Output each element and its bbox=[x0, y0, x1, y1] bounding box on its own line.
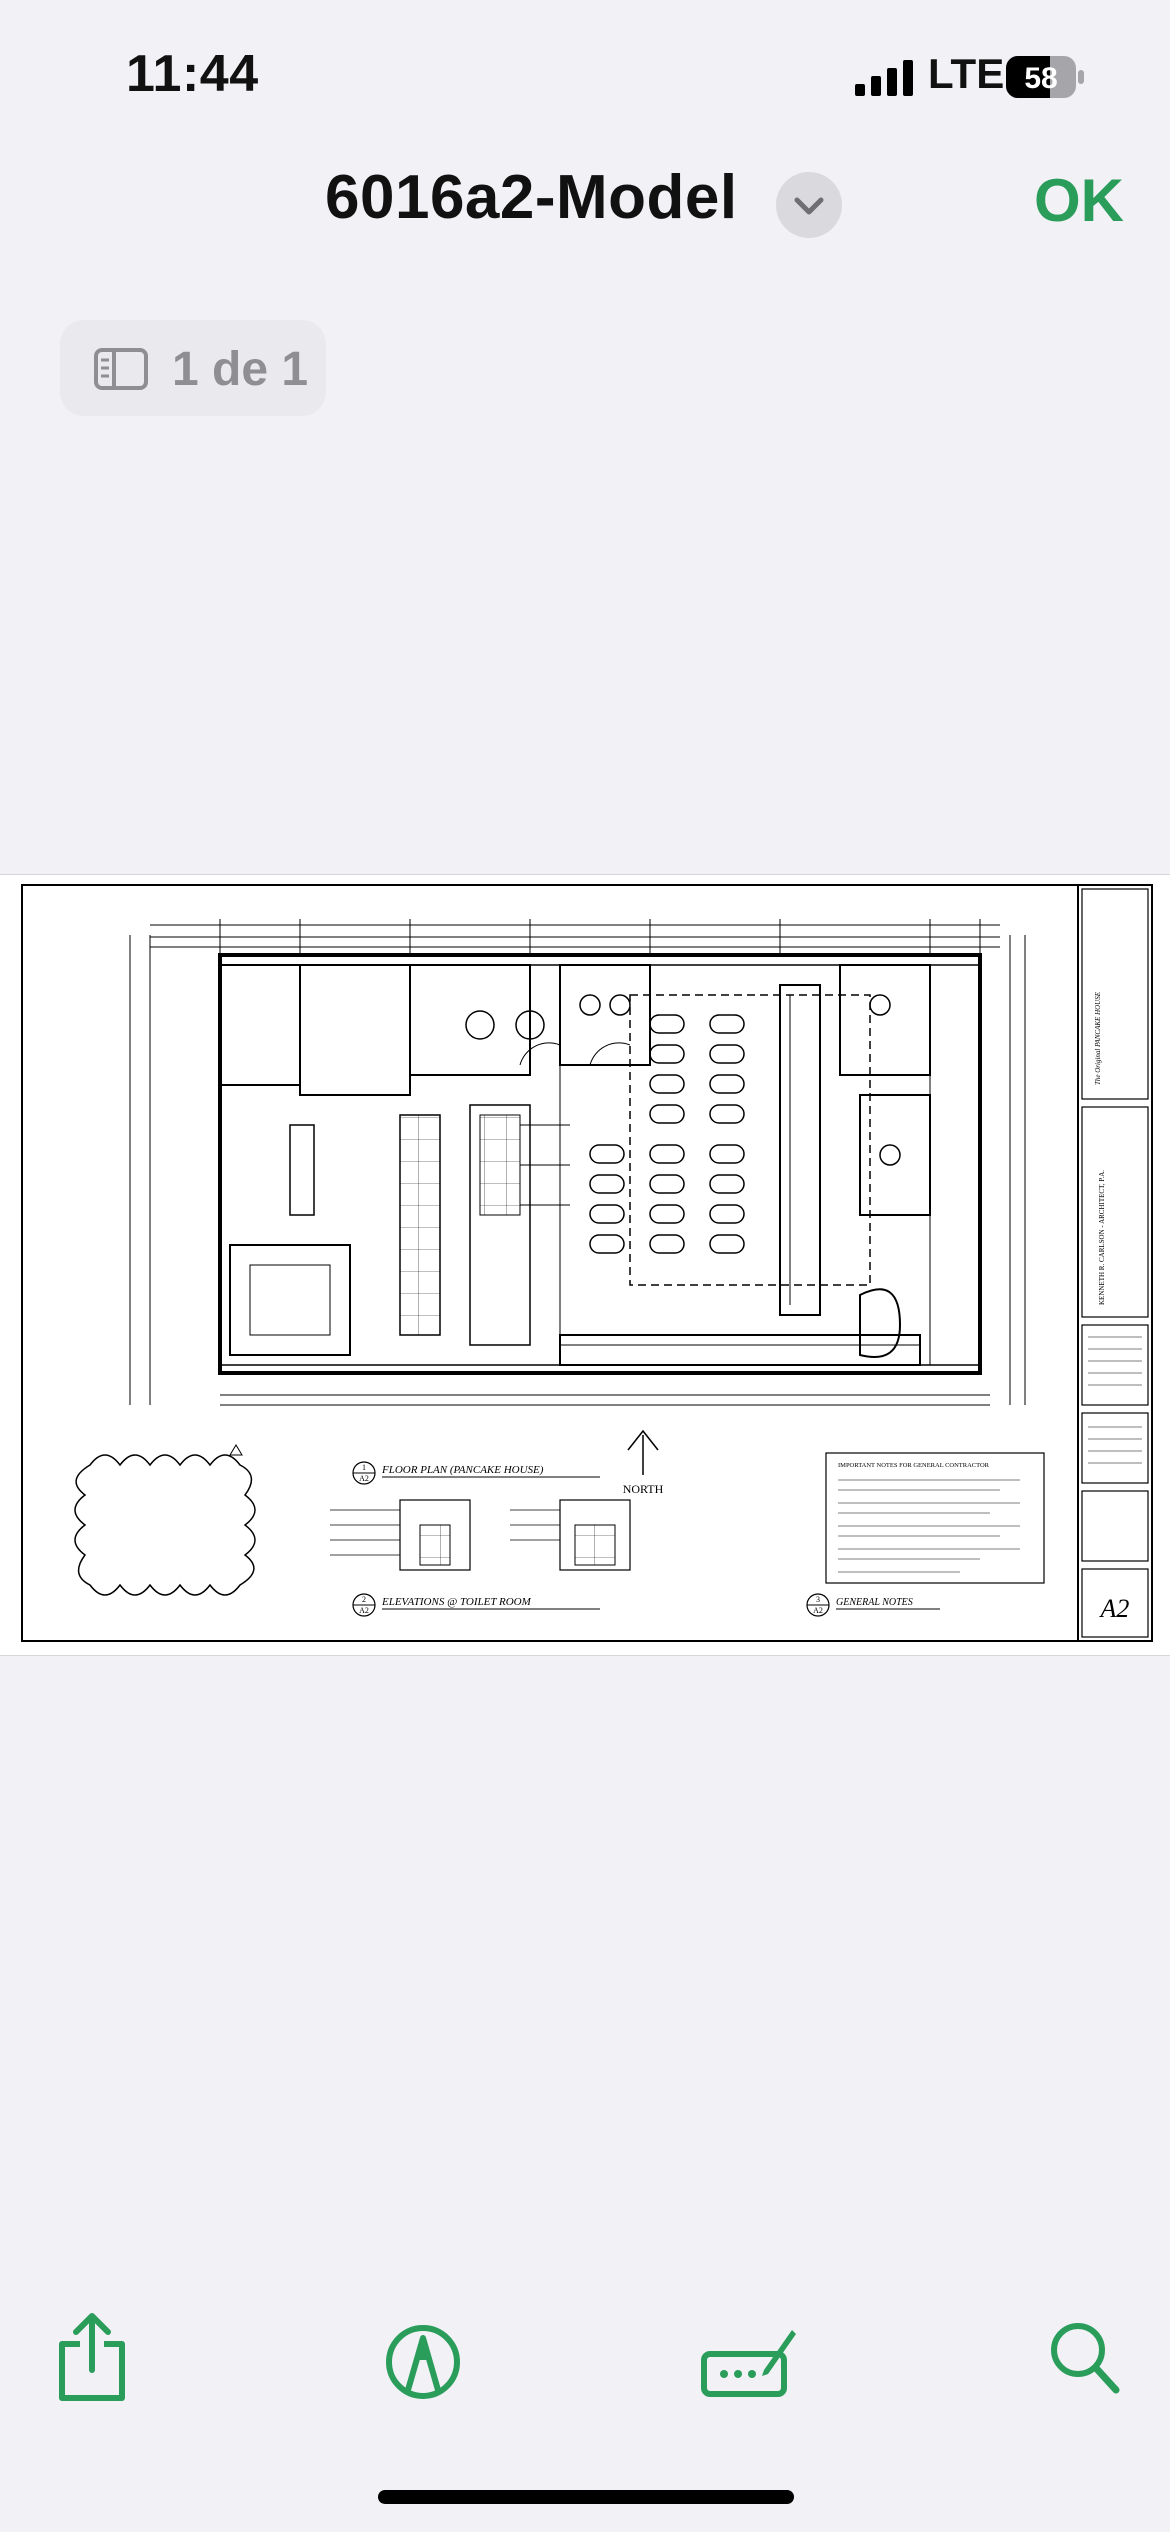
battery-icon: 58 bbox=[1006, 56, 1084, 98]
detail-1-number: 1 bbox=[362, 1463, 366, 1472]
sheet-number: A2 bbox=[1099, 1594, 1130, 1623]
share-icon bbox=[59, 2313, 125, 2401]
cellular-signal-icon bbox=[855, 60, 913, 96]
floor-plan-drawing: NORTH 1 A2 FLOOR PLAN (PANCAKE HOUSE) 2 … bbox=[21, 884, 1153, 1642]
sidebar-icon bbox=[94, 348, 148, 390]
share-button[interactable] bbox=[52, 2310, 132, 2404]
detail-2-sheet: A2 bbox=[359, 1606, 369, 1615]
floor-plan-title: FLOOR PLAN (PANCAKE HOUSE) bbox=[381, 1464, 544, 1476]
battery-level: 58 bbox=[1024, 62, 1057, 95]
document-title[interactable]: 6016a2-Model bbox=[325, 163, 738, 232]
page-indicator[interactable]: 1 de 1 bbox=[60, 320, 326, 416]
detail-3-number: 3 bbox=[816, 1595, 820, 1604]
detail-2-number: 2 bbox=[362, 1595, 366, 1604]
chevron-down-icon bbox=[794, 197, 824, 215]
title-menu-button[interactable] bbox=[776, 172, 842, 238]
detail-3-sheet: A2 bbox=[813, 1606, 823, 1615]
home-indicator[interactable] bbox=[378, 2490, 794, 2504]
markup-button[interactable] bbox=[378, 2310, 468, 2404]
status-time: 11:44 bbox=[126, 45, 259, 103]
north-label: NORTH bbox=[623, 1482, 664, 1496]
important-notes-title: IMPORTANT NOTES FOR GENERAL CONTRACTOR bbox=[838, 1462, 990, 1469]
document-page[interactable]: NORTH 1 A2 FLOOR PLAN (PANCAKE HOUSE) 2 … bbox=[0, 874, 1170, 1656]
architect-name: KENNETH R. CARLSON - ARCHITECT, P.A. bbox=[1098, 1170, 1106, 1305]
done-button[interactable]: OK bbox=[1034, 167, 1124, 234]
network-type: LTE bbox=[928, 50, 1005, 97]
general-notes-title: GENERAL NOTES bbox=[836, 1597, 913, 1608]
signature-button[interactable] bbox=[698, 2310, 798, 2404]
status-bar: 11:44 LTE 58 bbox=[0, 0, 1170, 150]
signature-icon bbox=[701, 2330, 796, 2397]
page-count-label: 1 de 1 bbox=[172, 343, 309, 396]
detail-1-sheet: A2 bbox=[359, 1474, 369, 1483]
markup-pen-icon bbox=[386, 2325, 460, 2399]
elevations-title: ELEVATIONS @ TOILET ROOM bbox=[381, 1596, 532, 1608]
project-name: The Original PANCAKE HOUSE bbox=[1094, 991, 1102, 1085]
search-icon bbox=[1051, 2323, 1120, 2394]
search-button[interactable] bbox=[1046, 2310, 1126, 2404]
